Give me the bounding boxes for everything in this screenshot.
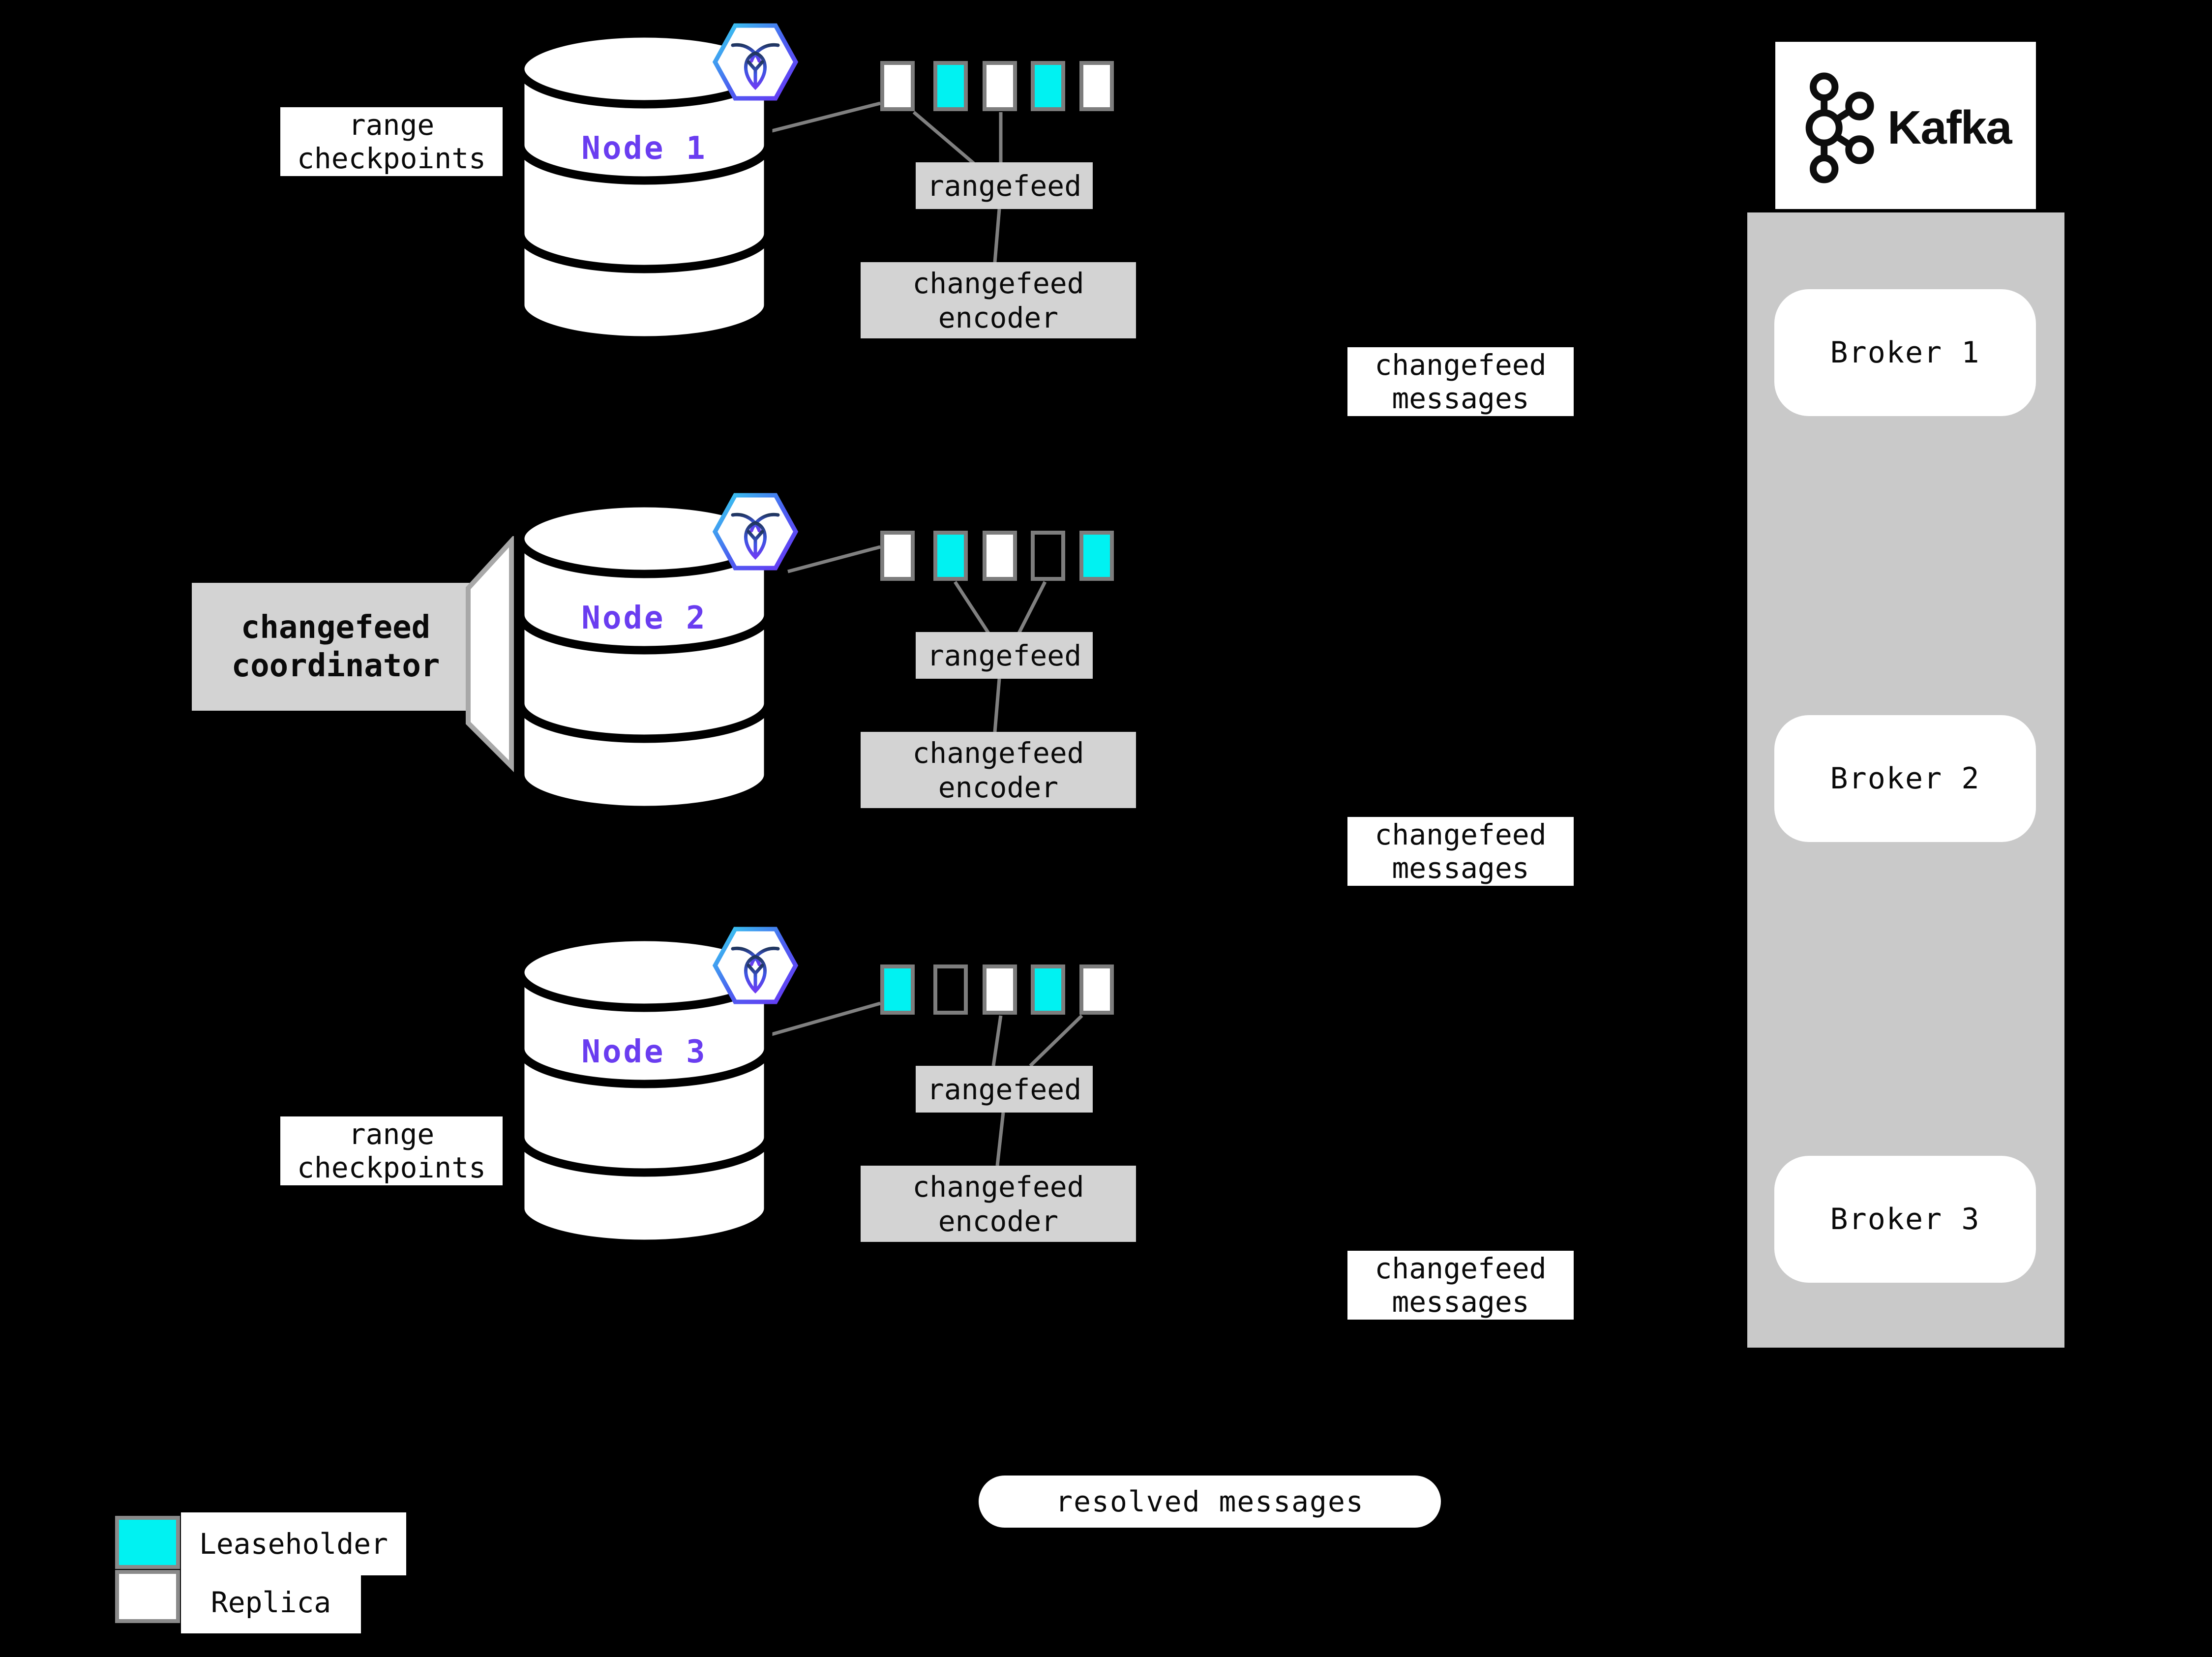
range-checkpoints-line1: range [348, 1117, 435, 1151]
range-checkpoints-label-2: range checkpoints [280, 1116, 503, 1185]
cylinder-band [516, 1137, 773, 1177]
encoder-line2: encoder [938, 301, 1059, 334]
changefeed-messages-label-1: changefeed messages [1347, 347, 1574, 416]
rangefeed-box-1: rangefeed [916, 162, 1093, 209]
node2-label: Node 2 [581, 600, 707, 636]
connector-line [995, 1112, 1005, 1166]
resolved-messages-pill: resolved messages [979, 1476, 1441, 1528]
encoder-line2: encoder [938, 770, 1059, 804]
rangefeed-box-2: rangefeed [916, 632, 1093, 679]
cylinder-body [516, 539, 773, 814]
changefeed-encoder-box-1: changefeed encoder [861, 262, 1136, 338]
range-bar [880, 964, 915, 1015]
cylinder-body [516, 972, 773, 1248]
connector-line [1029, 1014, 1083, 1067]
encoder-line1: changefeed [912, 266, 1084, 300]
range-bar [933, 531, 968, 581]
encoder-line1: changefeed [912, 736, 1084, 770]
messages-line2: messages [1392, 851, 1529, 885]
cylinder-band [516, 703, 773, 743]
connector-line [912, 111, 975, 165]
range-checkpoints-line1: range [348, 108, 435, 142]
broker-1: Broker 1 [1774, 289, 2036, 416]
kafka-logo-icon [1805, 72, 1874, 183]
connector-line [993, 209, 1001, 263]
cylinder-band [516, 614, 773, 655]
range-bar [880, 61, 915, 111]
connector-line [1017, 581, 1047, 634]
changefeed-messages-label-3: changefeed messages [1347, 1251, 1574, 1320]
changefeed-messages-label-2: changefeed messages [1347, 817, 1574, 886]
cockroachdb-logo-icon [712, 493, 799, 571]
connector-line [768, 101, 881, 134]
connector-line [768, 1001, 881, 1037]
legend-leaseholder-label: Leaseholder [181, 1512, 406, 1575]
connector-lines [768, 101, 1083, 1166]
legend-replica-label: Replica [181, 1571, 361, 1633]
messages-line1: changefeed [1375, 1252, 1547, 1285]
legend-leaseholder-swatch [115, 1516, 180, 1569]
coordinator-callout-pointer [466, 536, 514, 772]
db-cylinder-node2 [516, 499, 773, 814]
node3-label: Node 3 [581, 1034, 707, 1070]
db-cylinder-node1 [516, 29, 773, 345]
broker-3: Broker 3 [1774, 1156, 2036, 1283]
rangefeed-box-3: rangefeed [916, 1066, 1093, 1113]
cylinder-band [516, 233, 773, 273]
cylinder-body [516, 69, 773, 345]
encoder-line1: changefeed [912, 1170, 1084, 1204]
changefeed-encoder-box-3: changefeed encoder [861, 1166, 1136, 1242]
messages-line2: messages [1392, 382, 1529, 415]
messages-line2: messages [1392, 1285, 1529, 1319]
connector-line [787, 545, 881, 573]
changefeed-coordinator-box: changefeed coordinator [192, 583, 479, 711]
coordinator-line1: changefeed [240, 609, 431, 646]
connector-line [991, 1015, 1003, 1066]
range-bar [1031, 531, 1065, 581]
coordinator-line2: coordinator [231, 648, 440, 684]
range-bar [880, 531, 915, 581]
changefeed-encoder-box-2: changefeed encoder [861, 732, 1136, 808]
messages-line1: changefeed [1375, 818, 1547, 851]
range-bar [1031, 964, 1065, 1015]
range-bar [1079, 531, 1114, 581]
range-checkpoints-line2: checkpoints [297, 1151, 486, 1184]
range-bar [933, 61, 968, 111]
range-bar [1079, 61, 1114, 111]
range-checkpoints-label-1: range checkpoints [280, 107, 503, 176]
range-bar [983, 61, 1017, 111]
connector-line [954, 581, 990, 634]
messages-line1: changefeed [1375, 348, 1547, 382]
db-cylinder-node3 [516, 933, 773, 1248]
range-bar [1031, 61, 1065, 111]
range-bar [983, 964, 1017, 1015]
cockroachdb-logo-icon [712, 927, 799, 1004]
range-bar [933, 964, 968, 1015]
range-bar [983, 531, 1017, 581]
legend-replica-swatch [115, 1570, 180, 1623]
connector-line [993, 678, 1001, 732]
range-bar [1079, 964, 1114, 1015]
cylinder-band [516, 145, 773, 185]
node1-label: Node 1 [581, 130, 707, 167]
cylinder-band [516, 1048, 773, 1088]
kafka-wordmark: Kafka [1887, 101, 2012, 154]
broker-2: Broker 2 [1774, 715, 2036, 842]
cockroachdb-logo-icon [712, 23, 799, 101]
encoder-line2: encoder [938, 1204, 1059, 1238]
range-checkpoints-line2: checkpoints [297, 142, 486, 175]
